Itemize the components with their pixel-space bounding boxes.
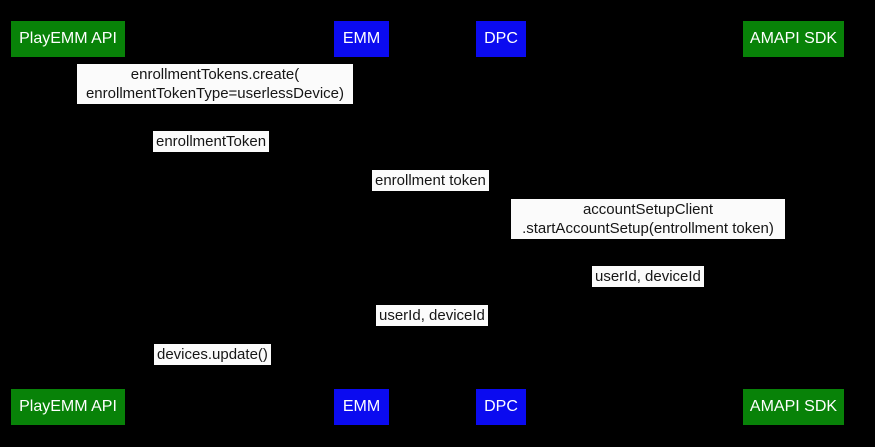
actor-label-amapi-sdk: AMAPI SDK xyxy=(749,398,838,415)
actor-label-amapi-sdk: AMAPI SDK xyxy=(749,30,838,47)
actor-label-playemm-api: PlayEMM API xyxy=(19,398,117,415)
actor-label-playemm-api: PlayEMM API xyxy=(19,30,117,47)
message-line: userId, deviceId xyxy=(595,268,701,285)
actor-box-amapi-sdk-bottom: AMAPI SDK xyxy=(743,389,844,425)
actor-label-dpc: DPC xyxy=(484,30,518,47)
message-line: accountSetupClient xyxy=(582,201,714,218)
actor-box-playemm-api-bottom: PlayEMM API xyxy=(11,389,125,425)
message-start-account-setup: accountSetupClient .startAccountSetup(en… xyxy=(511,199,785,239)
message-userid-deviceid-from-dpc: userId, deviceId xyxy=(376,305,488,326)
actor-label-emm: EMM xyxy=(342,398,381,415)
message-line: enrollmentToken xyxy=(156,133,267,150)
message-line: devices.update() xyxy=(157,346,268,363)
actor-box-emm-top: EMM xyxy=(334,21,389,57)
message-line: enrollmentTokens.create( xyxy=(130,66,300,83)
message-enrollmenttoken-return: enrollmentToken xyxy=(153,131,270,152)
message-enrollment-token: enrollment token xyxy=(372,170,489,191)
actor-label-dpc: DPC xyxy=(484,398,518,415)
actor-box-emm-bottom: EMM xyxy=(334,389,389,425)
message-line: enrollment token xyxy=(375,172,486,189)
actor-box-dpc-bottom: DPC xyxy=(476,389,526,425)
message-line: enrollmentTokenType=userlessDevice) xyxy=(85,85,345,102)
message-enrollmenttokens-create: enrollmentTokens.create( enrollmentToken… xyxy=(77,64,353,104)
message-userid-deviceid-from-sdk: userId, deviceId xyxy=(592,266,704,287)
message-line: .startAccountSetup(entrollment token) xyxy=(522,220,774,237)
actor-label-emm: EMM xyxy=(342,30,381,47)
actor-box-dpc-top: DPC xyxy=(476,21,526,57)
actor-box-playemm-api-top: PlayEMM API xyxy=(11,21,125,57)
message-devices-update: devices.update() xyxy=(154,344,271,365)
actor-box-amapi-sdk-top: AMAPI SDK xyxy=(743,21,844,57)
message-line: userId, deviceId xyxy=(379,307,485,324)
